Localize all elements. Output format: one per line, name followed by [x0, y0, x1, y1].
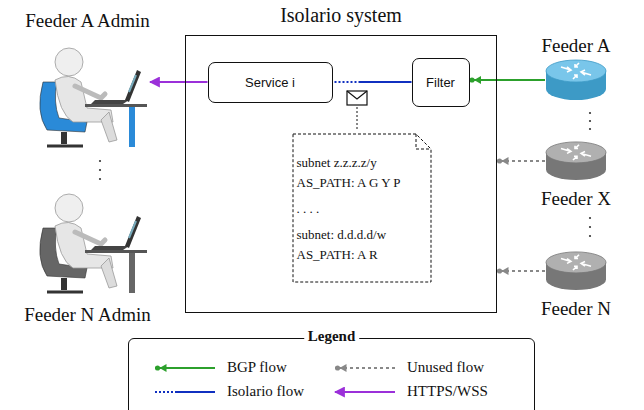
flow-connector: [497, 160, 545, 162]
flow-connector: [497, 270, 545, 272]
router-icon: Feeder X: [545, 140, 607, 182]
node-text: Service i: [245, 75, 295, 90]
flow-connector: [150, 81, 208, 83]
person-icon: [25, 188, 150, 296]
legend-box: LegendBGP flowUnused flowIsolario flowHT…: [128, 338, 535, 410]
filter-box: Filter: [412, 58, 470, 107]
node-heading: Feeder X: [541, 188, 611, 210]
system-box: Isolario systemService iFiltersubnet z.z…: [185, 35, 497, 313]
node-heading: Feeder A Admin: [25, 10, 150, 32]
flow-connector: [333, 81, 412, 83]
router-icon: Feeder A: [545, 58, 607, 102]
legend-text: Unused flow: [407, 359, 484, 376]
node-heading: Feeder A: [541, 35, 610, 57]
legend-title: Legend: [304, 328, 360, 345]
legend-entry: BGP flow: [153, 359, 287, 376]
node-text: . . . .: [297, 199, 426, 219]
legend-text: HTTPS/WSS: [407, 383, 488, 400]
router-symbol: [545, 250, 607, 292]
router-symbol: [545, 140, 607, 182]
person-icon: [25, 42, 150, 150]
node-text: subnet z.z.z.z/y AS_PATH: A G Y P: [297, 153, 426, 193]
legend-sample: [153, 386, 217, 398]
admin-icon: Feeder N Admin: [25, 188, 150, 296]
envelope-icon: [347, 91, 367, 105]
leader-line: [357, 107, 358, 131]
router-icon: Feeder N: [545, 250, 607, 292]
node-heading: Isolario system: [280, 4, 402, 27]
legend-entry: Unused flow: [333, 359, 484, 376]
router-symbol: [545, 58, 607, 102]
node-heading: Feeder N: [541, 298, 611, 320]
legend-sample: [333, 362, 397, 374]
legend-sample: [333, 386, 397, 398]
flow-connector: [470, 79, 546, 81]
legend-sample: [153, 362, 217, 374]
message-note: subnet z.z.z.z/y AS_PATH: A G Y P . . . .…: [292, 133, 432, 283]
node-text: subnet: d.d.d.d/w AS_PATH: A R: [297, 225, 426, 265]
legend-text: Isolario flow: [227, 383, 304, 400]
legend-entry: Isolario flow: [153, 383, 304, 400]
admin-icon: Feeder A Admin: [25, 42, 150, 150]
node-heading: Feeder N Admin: [24, 304, 151, 326]
legend-entry: HTTPS/WSS: [333, 383, 488, 400]
legend-text: BGP flow: [227, 359, 287, 376]
service-box: Service i: [208, 62, 333, 103]
node-text: Filter: [426, 75, 455, 90]
